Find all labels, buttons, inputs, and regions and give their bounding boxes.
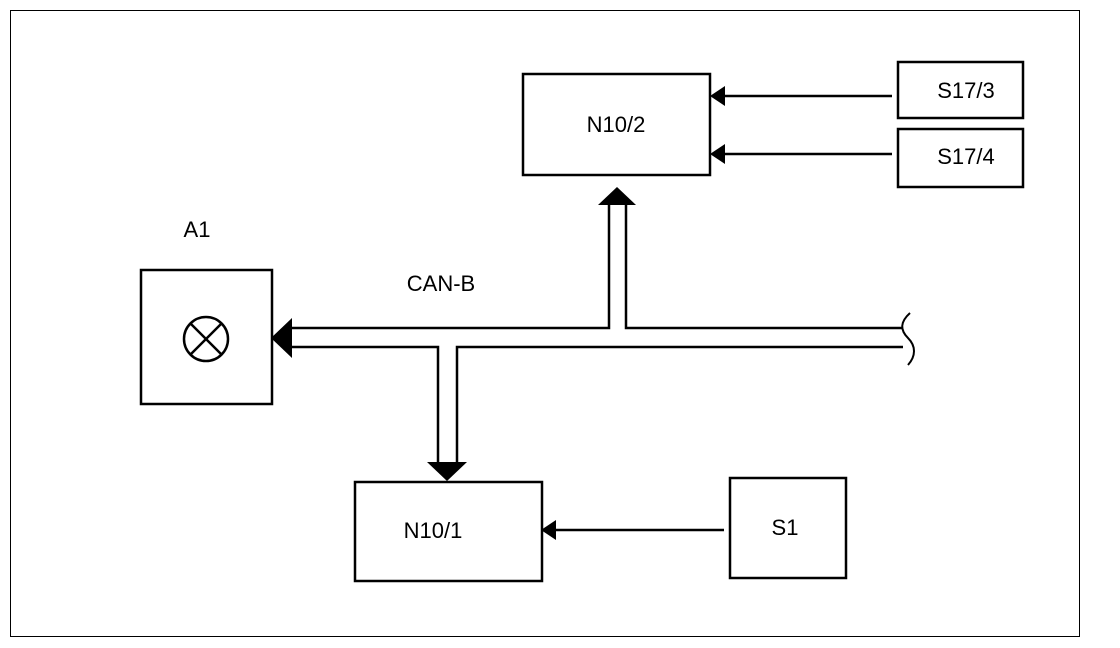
a1-label: A1 xyxy=(184,217,211,242)
s17-3-label: S17/3 xyxy=(937,78,995,103)
s17-4-arrowhead xyxy=(710,144,725,164)
s17-3-box xyxy=(896,60,1025,120)
n10-1-bus-arrowhead xyxy=(427,462,467,481)
n10-1-label: N10/1 xyxy=(404,518,463,543)
bus-break-symbol xyxy=(901,312,915,366)
a1-bus-arrowhead xyxy=(271,318,292,358)
can-b-bus xyxy=(291,205,915,462)
can-b-label: CAN-B xyxy=(407,271,475,296)
lamp-symbol-icon xyxy=(182,315,230,363)
n10-2-label: N10/2 xyxy=(587,112,646,137)
n10-2-box xyxy=(521,72,712,177)
s17-3-arrowhead xyxy=(710,86,725,106)
n10-1-box xyxy=(353,480,544,583)
s17-4-label: S17/4 xyxy=(937,144,995,169)
n10-2-bus-arrowhead xyxy=(598,187,636,205)
s17-4-box xyxy=(896,127,1025,189)
s1-label: S1 xyxy=(772,515,799,540)
s1-box xyxy=(728,476,848,580)
s1-arrowhead xyxy=(541,520,556,540)
